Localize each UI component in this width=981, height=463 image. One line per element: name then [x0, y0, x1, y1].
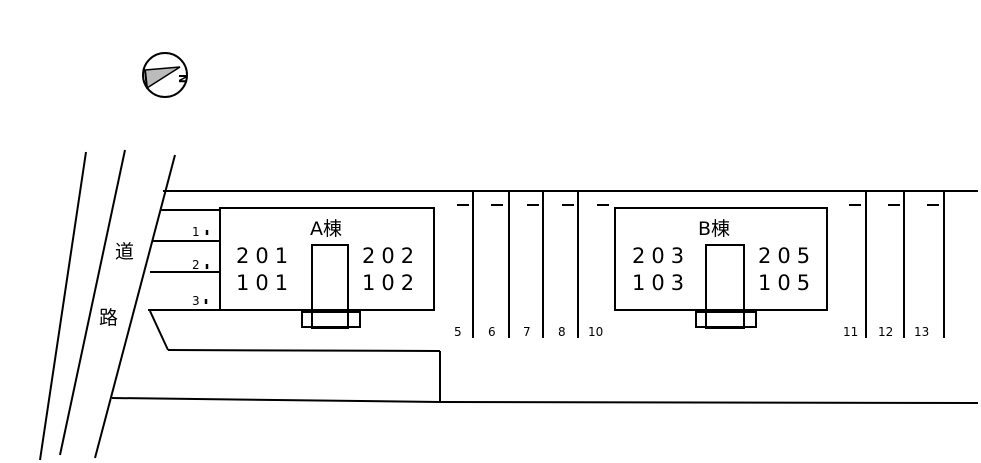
parking-13: 13 [914, 325, 929, 339]
building-b [614, 207, 828, 329]
unit-201: 201 [236, 244, 294, 268]
unit-105: 105 [758, 271, 816, 295]
building-a [219, 207, 435, 329]
unit-202: 202 [362, 244, 420, 268]
road-label-bottom: 路 [99, 307, 118, 329]
site-outline [111, 190, 979, 404]
road-label-top: 道 [115, 241, 134, 263]
parking-11: 11 [843, 325, 858, 339]
left-parking-3: 3 [192, 294, 200, 308]
unit-205: 205 [758, 244, 816, 268]
north-arrow-icon: N [142, 52, 189, 98]
unit-103: 103 [632, 271, 690, 295]
unit-101: 101 [236, 271, 294, 295]
parking-6: 6 [488, 325, 496, 339]
parking-10: 10 [588, 325, 603, 339]
road-lines [39, 149, 176, 461]
unit-102: 102 [362, 271, 420, 295]
left-parking-2: 2 [192, 258, 200, 272]
parking-dividers [457, 191, 945, 338]
building-b-name: B棟 [698, 218, 730, 240]
parking-5: 5 [454, 325, 462, 339]
compass-label: N [176, 74, 189, 83]
building-a-name: A棟 [310, 218, 342, 240]
parking-7: 7 [523, 325, 531, 339]
parking-12: 12 [878, 325, 893, 339]
parking-8: 8 [558, 325, 566, 339]
left-parking-1: 1 [192, 225, 200, 239]
unit-203: 203 [632, 244, 690, 268]
